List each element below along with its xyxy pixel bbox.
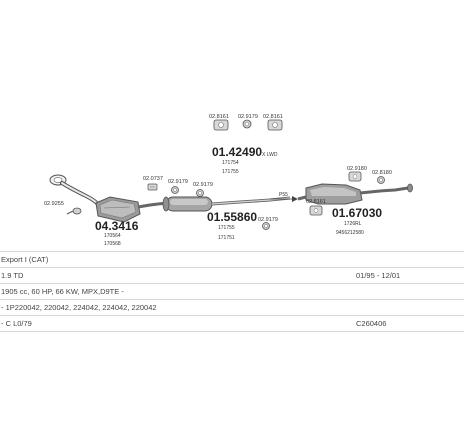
connection-arrow bbox=[270, 196, 298, 202]
ref-170568: 170568 bbox=[104, 241, 121, 247]
info-row-market: Export I (CAT) bbox=[0, 251, 464, 268]
rubber-hanger-part-b bbox=[196, 189, 204, 197]
part-label-02-9179-a: 02.9179 bbox=[168, 179, 188, 185]
rear-clamp-part-1 bbox=[348, 171, 362, 182]
info-model: - C L0/79 bbox=[1, 319, 32, 328]
part-label-02-9255: 02.9255 bbox=[44, 201, 64, 207]
connection-label-p55: P55 bbox=[279, 192, 288, 198]
exhaust-system-diagram: 02.9255 02.0737 04.3416 170564 170568 02… bbox=[44, 114, 413, 247]
part-label-02-8180: 02.8180 bbox=[372, 170, 392, 176]
part-label-02-0737: 02.0737 bbox=[143, 176, 163, 182]
ref-170564: 170564 bbox=[104, 233, 121, 239]
info-market: Export I (CAT) bbox=[1, 255, 49, 264]
vehicle-info-table: Export I (CAT) 1.9 TD 01/95 - 12/01 1905… bbox=[0, 251, 464, 332]
top-clamp-part-1 bbox=[213, 119, 229, 131]
rear-silencer-part bbox=[297, 183, 413, 205]
part-number-04-3416: 04.3416 bbox=[95, 219, 139, 233]
part-label-02-9179-c: 02.9179 bbox=[258, 217, 278, 223]
rubber-hanger-part-a bbox=[171, 186, 179, 194]
rear-hanger-part-2 bbox=[377, 176, 385, 184]
ref-9456212580: 9456212580 bbox=[336, 230, 364, 236]
part-number-suffix: X LWD bbox=[262, 152, 278, 158]
part-number-01-42490: 01.42490 bbox=[212, 145, 262, 159]
part-label-02-9179-top: 02.9179 bbox=[238, 114, 258, 120]
info-codes: - 1P220042, 220042, 224042, 224042, 2200… bbox=[1, 303, 157, 312]
info-row-codes: - 1P220042, 220042, 224042, 224042, 2200… bbox=[0, 300, 464, 316]
rear-clamp-part-3 bbox=[309, 205, 323, 216]
info-date-range: 01/95 - 12/01 bbox=[356, 271, 401, 280]
sensor-mount-part bbox=[66, 207, 82, 215]
info-row-specs: 1905 cc, 60 HP, 66 KW, MPX,D9TE - bbox=[0, 284, 464, 300]
info-row-model: - C L0/79 C260406 bbox=[0, 316, 464, 332]
top-clamp-part-3 bbox=[267, 119, 283, 131]
part-label-02-8161-top-right: 02.8161 bbox=[263, 114, 283, 120]
ref-171751: 171751 bbox=[218, 235, 235, 241]
catalytic-converter-part bbox=[95, 196, 159, 223]
info-engine: 1.9 TD bbox=[1, 271, 24, 280]
ref-171755: 171755 bbox=[218, 225, 235, 231]
info-row-engine: 1.9 TD 01/95 - 12/01 bbox=[0, 268, 464, 284]
ref-171754: 171754 bbox=[222, 160, 239, 166]
rubber-hanger-part-c bbox=[262, 222, 270, 230]
gasket-part bbox=[147, 183, 158, 191]
info-specs: 1905 cc, 60 HP, 66 KW, MPX,D9TE - bbox=[1, 287, 124, 296]
part-label-02-9180: 02.9180 bbox=[347, 166, 367, 172]
ref-1726rl: 1726RL bbox=[344, 221, 362, 227]
info-diagram-code: C260406 bbox=[356, 319, 387, 328]
part-number-01-67030: 01.67030 bbox=[332, 206, 382, 220]
part-label-02-8161-top: 02.8161 bbox=[209, 114, 229, 120]
top-hanger-part-2 bbox=[242, 119, 252, 129]
part-number-01-55860: 01.55860 bbox=[207, 210, 257, 224]
part-label-02-9179-b: 02.9179 bbox=[193, 182, 213, 188]
part-label-02-8161-right: 02.8161 bbox=[306, 199, 326, 205]
ref-171755-top: 171755 bbox=[222, 169, 239, 175]
